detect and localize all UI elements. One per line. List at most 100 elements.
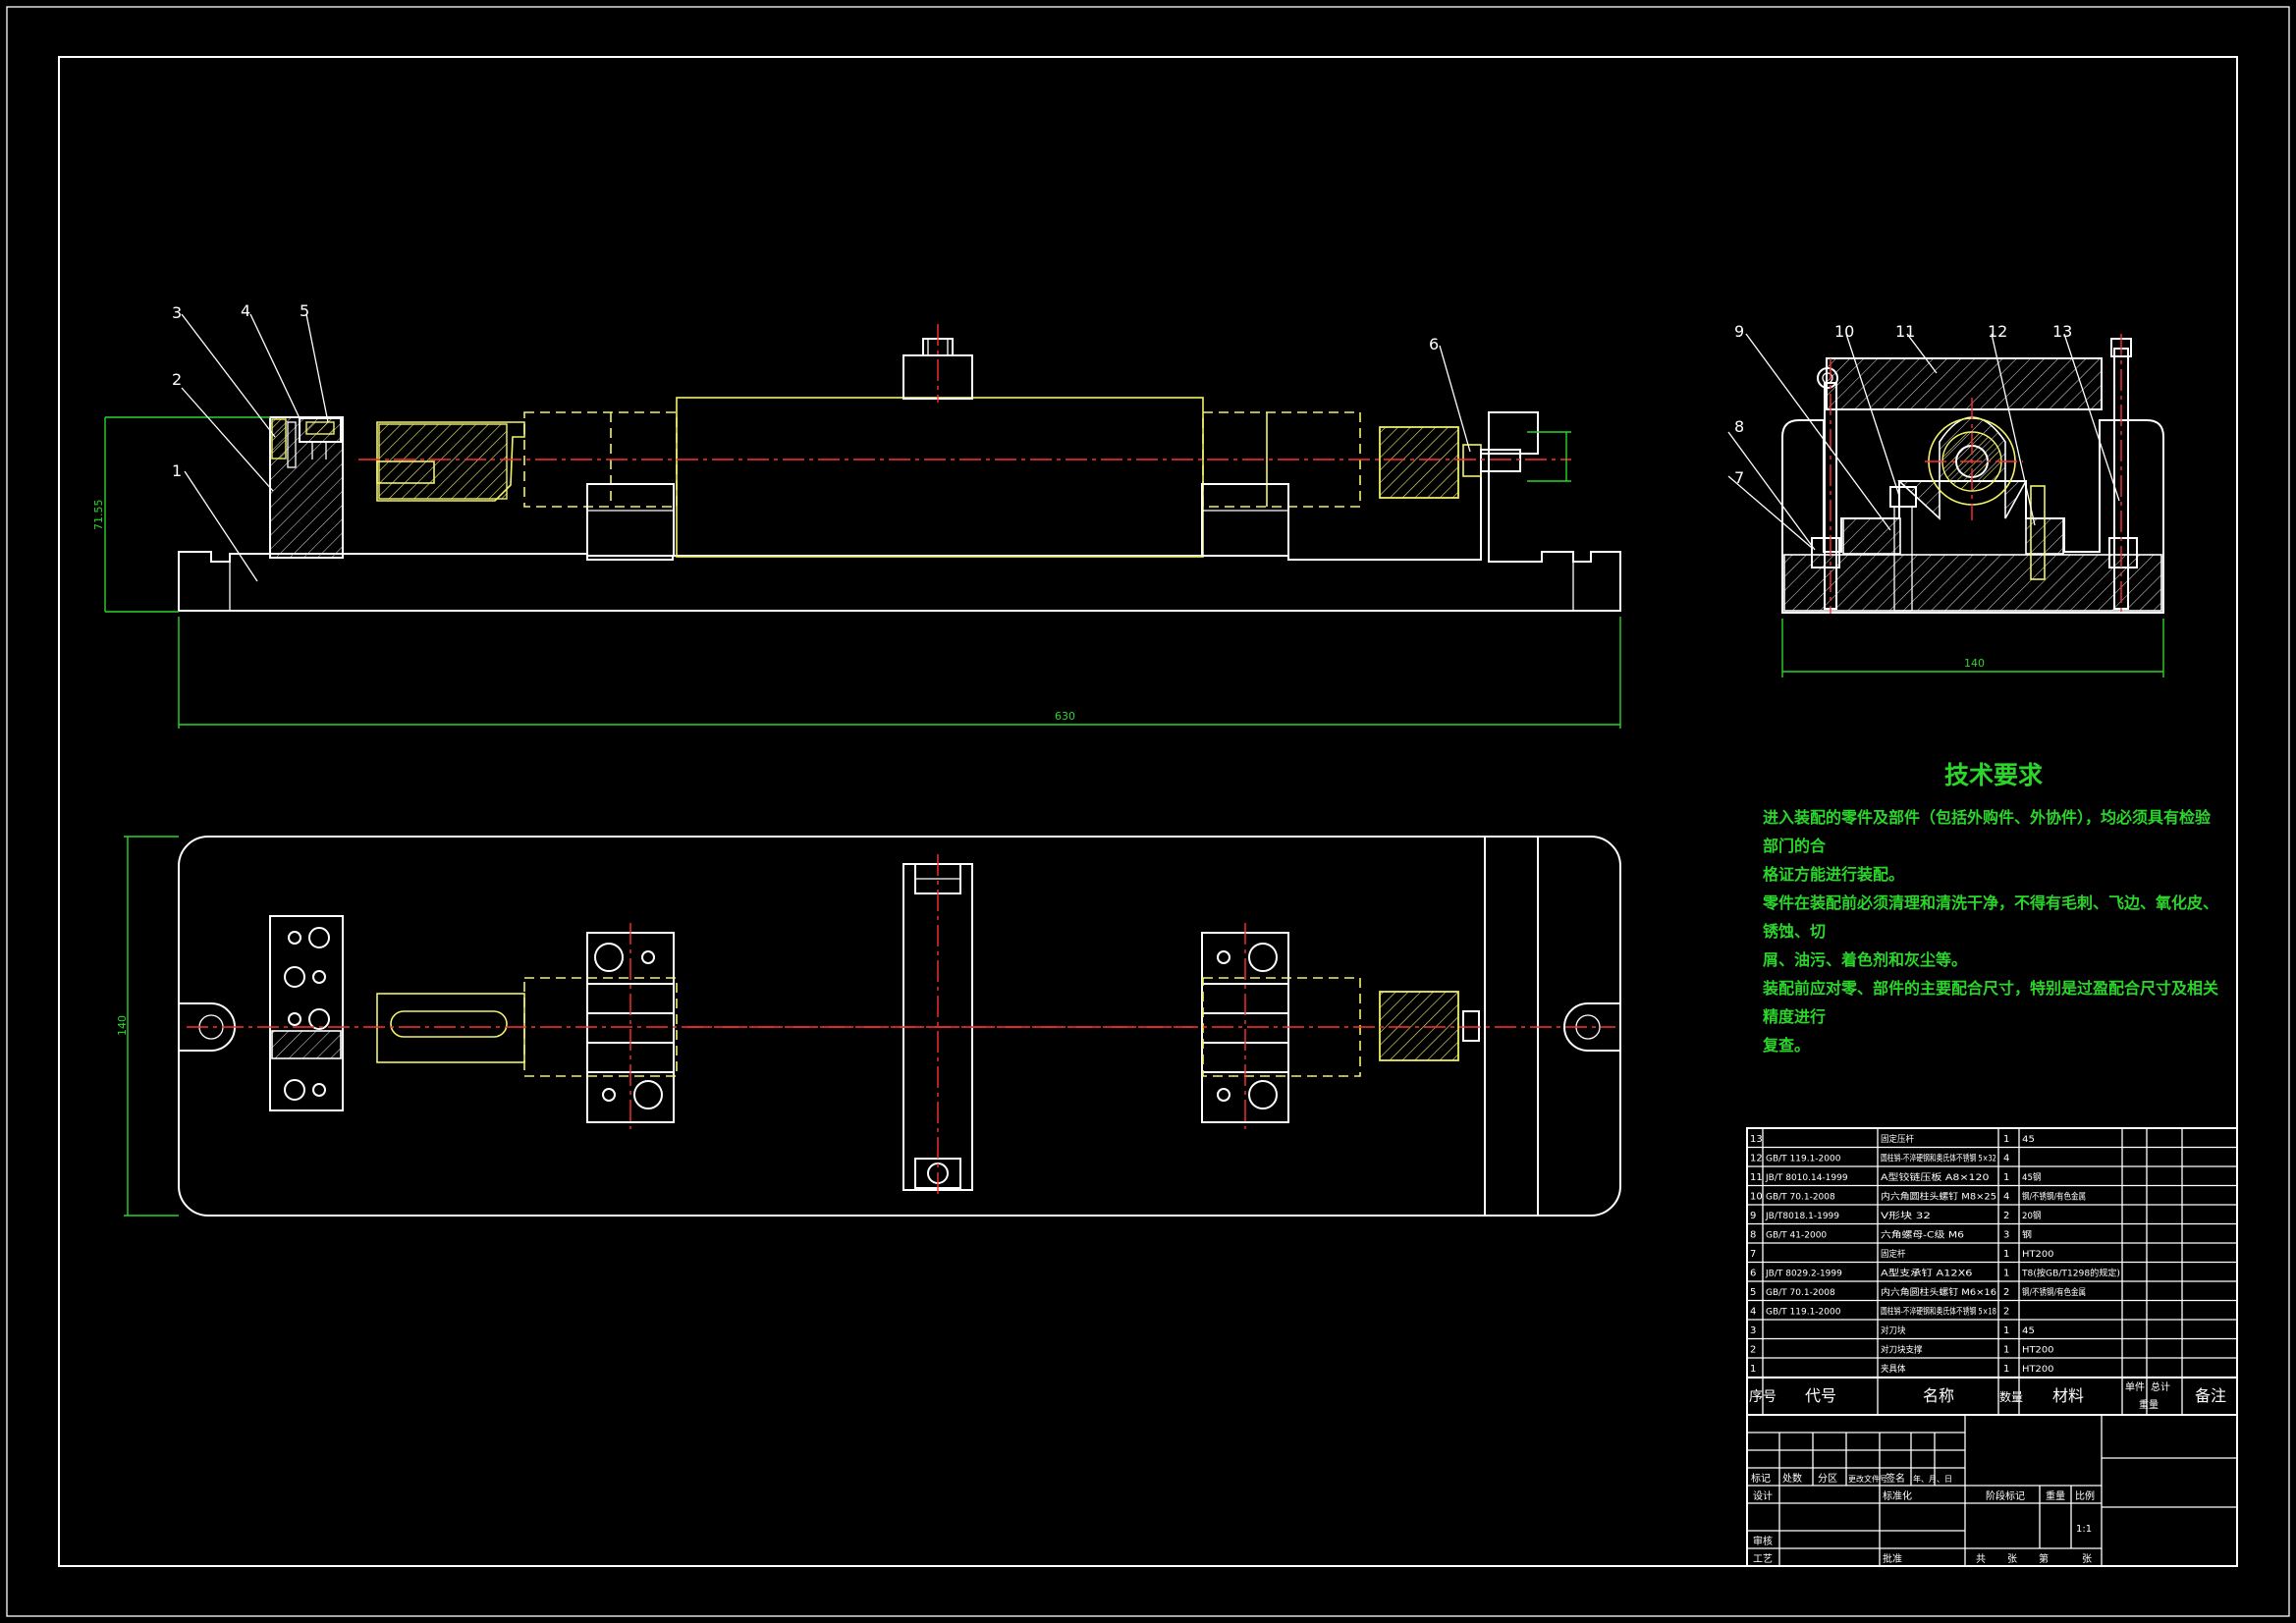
bom-material: 钢/不锈钢/有色金属 [2022,1191,2086,1203]
callout-13: 13 [2052,322,2072,341]
front-view [104,313,1621,729]
tb-process: 工艺 [1753,1553,1773,1565]
bom-name: 六角螺母-C级 M6 [1881,1229,1964,1241]
bom-code: GB/T 119.1-2000 [1766,1308,1841,1318]
inner-border [58,56,2238,1567]
bom-code: JB/T8018.1-1999 [1765,1212,1839,1221]
dim-width-side: 140 [1964,657,1985,670]
technical-requirements: 技术要求 进入装配的零件及部件（包括外购件、外协件），均必须具有检验部门的合 格… [1763,756,2224,1059]
bom-no: 8 [1750,1230,1756,1241]
bom-code: JB/T 8029.2-1999 [1765,1270,1842,1279]
bom-material: T8(按GB/T1298的规定) [2021,1268,2120,1279]
bom-name: 对刀块支撑 [1881,1344,1923,1356]
callout-1: 1 [172,461,182,480]
tb-stage-mark: 阶段标记 [1986,1489,2025,1502]
bom-no: 13 [1750,1134,1763,1145]
bom-qty: 1 [2003,1269,2009,1279]
callout-11: 11 [1895,322,1915,341]
bom-header-no: 序号 [1749,1389,1777,1405]
outer-border [6,6,2290,1617]
bom-qty: 4 [2003,1192,2009,1203]
bom-name: 固定压杆 [1881,1133,1914,1145]
bom-qty: 2 [2003,1211,2009,1221]
bom-qty: 1 [2003,1134,2009,1145]
bom-name: 对刀块 [1881,1325,1906,1336]
bom-name: 固定杆 [1881,1248,1906,1260]
bom-name: A型支承钉 A12X6 [1881,1268,1973,1279]
bom-header-name: 名称 [1923,1386,1954,1405]
callout-9: 9 [1734,322,1744,341]
tb-change-doc: 更改文件号 [1848,1474,1887,1484]
tb-scale-value: 1:1 [2076,1524,2092,1535]
bom-material: 钢 [2022,1229,2032,1241]
dim-height-front: 71.55 [92,500,105,531]
tech-line: 格证方能进行装配。 [1763,865,1905,884]
tb-sheet: 张 [2082,1553,2092,1565]
tb-sheet-no: 第 [2039,1552,2049,1565]
bom-no: 5 [1750,1287,1756,1298]
callout-4: 4 [241,301,250,320]
bom-material: HT200 [2022,1346,2054,1356]
bom-code: GB/T 119.1-2000 [1766,1155,1841,1164]
callout-8: 8 [1734,417,1744,436]
bom-qty: 1 [2003,1249,2009,1260]
bom-name: 夹具体 [1881,1363,1906,1375]
title-block: 标记处数分区更改文件号签名年、月、日设计标准化阶段标记重量比例1:1审核工艺批准… [1746,1414,2238,1567]
bom-material: 45钢 [2022,1171,2042,1183]
bom-material: 钢/不锈钢/有色金属 [2022,1286,2086,1298]
bom-name: 内六角圆柱头螺钉 M6×16 [1881,1286,1996,1298]
tech-line: 装配前应对零、部件的主要配合尺寸，特别是过盈配合尺寸及相关精度进行 [1763,979,2219,1026]
tb-zone: 分区 [1818,1473,1837,1485]
bom-no: 11 [1750,1172,1763,1183]
top-view [124,836,1621,1217]
tb-count: 处数 [1782,1472,1802,1485]
dim-length-front: 630 [1055,710,1075,723]
tb-date: 年、月、日 [1913,1474,1952,1484]
callout-10: 10 [1834,322,1854,341]
bom-no: 10 [1750,1192,1763,1203]
tech-line: 复查。 [1763,1036,1811,1055]
bom-qty: 1 [2003,1345,2009,1356]
callout-12: 12 [1988,322,2007,341]
bom-no: 9 [1750,1211,1756,1221]
dim-width-top: 140 [116,1015,129,1036]
bom-header-unit-weight: 单件 [2125,1381,2145,1393]
bom-header-total-weight: 总计 [2151,1380,2170,1393]
bom-no: 7 [1750,1249,1756,1260]
bom-no: 4 [1750,1307,1756,1318]
tb-scale: 比例 [2075,1489,2095,1502]
bom-code: GB/T 70.1-2008 [1766,1288,1835,1298]
tech-title: 技术要求 [1943,761,2043,789]
side-view [1727,333,2164,677]
bom-no: 1 [1750,1364,1756,1375]
bom-qty: 1 [2003,1364,2009,1375]
bom-no: 3 [1750,1325,1756,1336]
tb-standardize: 标准化 [1883,1489,1912,1502]
bom-material: 45 [2022,1326,2035,1336]
bom-material: HT200 [2022,1365,2054,1375]
tb-mark: 标记 [1751,1473,1771,1485]
bom-no: 2 [1750,1345,1756,1356]
bom-qty: 1 [2003,1172,2009,1183]
bom-qty: 2 [2003,1307,2009,1318]
bom-code: GB/T 70.1-2008 [1766,1193,1835,1203]
bom-header-qty: 数量 [1999,1389,2023,1404]
tb-approve: 批准 [1883,1552,1902,1565]
bom-name: 圆柱销-不淬硬钢和奥氏体不锈钢 5×32 [1881,1153,1996,1164]
bom-no: 6 [1750,1269,1756,1279]
bom-code: JB/T 8010.14-1999 [1765,1173,1848,1183]
bom-code: GB/T 41-2000 [1766,1231,1827,1241]
bom-header-code: 代号 [1805,1386,1836,1405]
bom-name: 圆柱销-不淬硬钢和奥氏体不锈钢 5×18 [1881,1306,1996,1318]
bom-header-remark: 备注 [2195,1386,2226,1405]
tech-line: 进入装配的零件及部件（包括外购件、外协件），均必须具有检验部门的合 [1763,808,2212,855]
callout-2: 2 [172,370,182,389]
bom-header-material: 材料 [2052,1386,2084,1405]
bom-header-weight: 重量 [2139,1398,2159,1411]
callout-3: 3 [172,303,182,322]
bom-qty: 3 [2003,1230,2009,1241]
tb-design: 设计 [1753,1489,1773,1502]
tb-weight: 重量 [2046,1489,2065,1502]
tech-line: 零件在装配前必须清理和清洗干净，不得有毛刺、飞边、氧化皮、锈蚀、切 [1763,893,2219,941]
bom-name: 内六角圆柱头螺钉 M8×25 [1881,1191,1996,1203]
